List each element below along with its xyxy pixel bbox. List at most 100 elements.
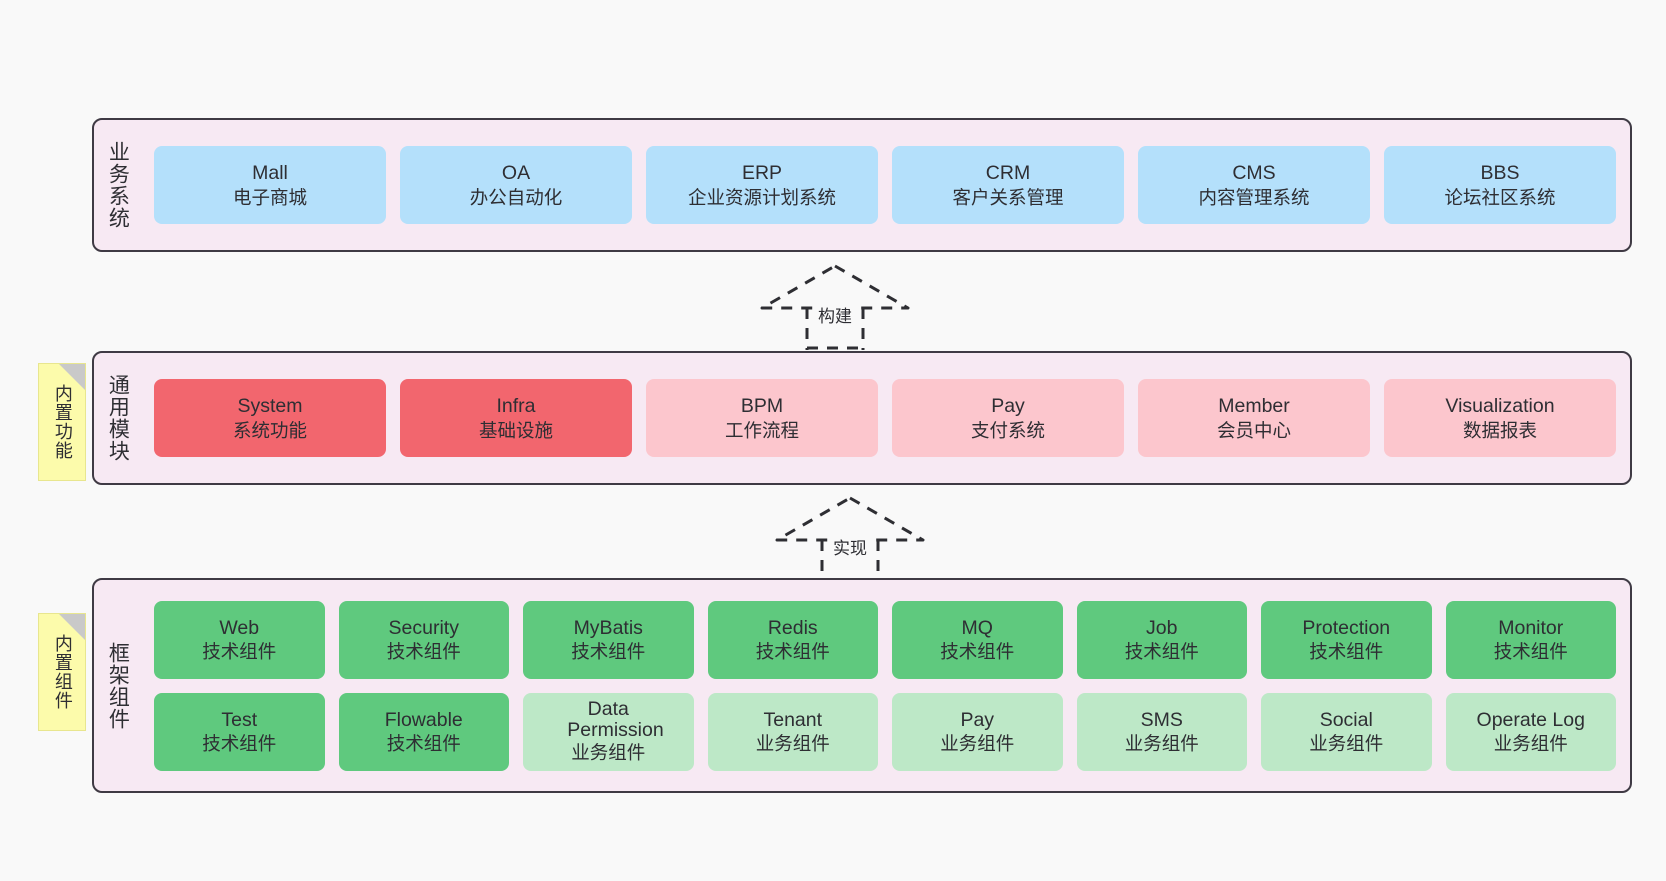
card-operate-log[interactable]: Operate Log 业务组件	[1445, 692, 1616, 771]
connector-stem	[805, 308, 865, 350]
card-title: Monitor	[1498, 616, 1564, 639]
card-test[interactable]: Test 技术组件	[154, 692, 325, 771]
card-subtitle: 业务组件	[1124, 733, 1199, 755]
card-subtitle: 电子商城	[232, 186, 307, 208]
card-row: Mall 电子商城 OA 办公自动化 ERP 企业资源计划系统 CRM 客户关系…	[154, 146, 1616, 224]
card-subtitle: 业务组件	[755, 733, 830, 755]
card-flowable[interactable]: Flowable 技术组件	[338, 692, 509, 771]
layer-body-business-system: Mall 电子商城 OA 办公自动化 ERP 企业资源计划系统 CRM 客户关系…	[140, 120, 1630, 250]
connector-label-implement: 实现	[831, 534, 869, 559]
generalization-arrowhead	[775, 496, 925, 542]
card-title: Web	[219, 616, 260, 639]
card-subtitle: 业务组件	[571, 742, 646, 764]
card-subtitle: 论坛社区系统	[1444, 186, 1556, 208]
card-row: Test 技术组件 Flowable 技术组件 Data Permission …	[154, 692, 1616, 771]
card-title: Tenant	[763, 708, 823, 731]
card-title: BPM	[740, 395, 784, 418]
card-redis[interactable]: Redis 技术组件	[707, 600, 878, 679]
card-title: MyBatis	[573, 616, 643, 639]
card-title: Member	[1218, 395, 1290, 418]
card-title: Protection	[1302, 616, 1391, 639]
card-title: Visualization	[1445, 395, 1555, 418]
card-pay-business[interactable]: Pay 业务组件	[892, 692, 1063, 771]
card-security[interactable]: Security 技术组件	[338, 600, 509, 679]
card-pay[interactable]: Pay 支付系统	[892, 379, 1124, 457]
card-system[interactable]: System 系统功能	[154, 379, 386, 457]
card-subtitle: 技术组件	[940, 641, 1015, 663]
card-subtitle: 办公自动化	[469, 186, 563, 208]
card-data-permission[interactable]: Data Permission 业务组件	[523, 692, 694, 771]
card-title: Test	[221, 708, 258, 731]
connector-label-build: 构建	[816, 302, 854, 327]
connector-implement: 实现	[775, 494, 925, 582]
card-sms[interactable]: SMS 业务组件	[1076, 692, 1247, 771]
card-subtitle: 技术组件	[202, 641, 277, 663]
card-erp[interactable]: ERP 企业资源计划系统	[646, 146, 878, 224]
card-cms[interactable]: CMS 内容管理系统	[1138, 146, 1370, 224]
card-subtitle: 技术组件	[202, 733, 277, 755]
card-web[interactable]: Web 技术组件	[154, 600, 325, 679]
layer-body-framework-component: Web 技术组件 Security 技术组件 MyBatis 技术组件 Redi…	[140, 580, 1630, 791]
card-row: Web 技术组件 Security 技术组件 MyBatis 技术组件 Redi…	[154, 600, 1616, 679]
card-protection[interactable]: Protection 技术组件	[1261, 600, 1432, 679]
card-mybatis[interactable]: MyBatis 技术组件	[523, 600, 694, 679]
card-oa[interactable]: OA 办公自动化	[400, 146, 632, 224]
card-title: MQ	[961, 616, 993, 639]
layer-business-system: 业务系统 Mall 电子商城 OA 办公自动化 ERP 企业资源计划系统 CRM…	[92, 118, 1632, 252]
card-title: Pay	[991, 395, 1025, 418]
card-subtitle: 系统功能	[232, 419, 307, 441]
sticky-note-label: 内置功能	[52, 384, 73, 460]
card-subtitle: 技术组件	[755, 641, 830, 663]
card-visualization[interactable]: Visualization 数据报表	[1384, 379, 1616, 457]
card-title: BBS	[1480, 162, 1520, 185]
card-subtitle: 内容管理系统	[1198, 186, 1310, 208]
sticky-note-builtin-function: 内置功能	[38, 363, 86, 481]
card-monitor[interactable]: Monitor 技术组件	[1445, 600, 1616, 679]
card-row: System 系统功能 Infra 基础设施 BPM 工作流程 Pay 支付系统…	[154, 379, 1616, 457]
card-subtitle: 技术组件	[1124, 641, 1199, 663]
card-infra[interactable]: Infra 基础设施	[400, 379, 632, 457]
card-title: Redis	[767, 616, 818, 639]
layer-framework-component: 框架组件 Web 技术组件 Security 技术组件 MyBatis 技术组件…	[92, 578, 1632, 793]
card-tenant[interactable]: Tenant 业务组件	[707, 692, 878, 771]
card-title: OA	[501, 162, 531, 185]
layer-common-module: 通用模块 System 系统功能 Infra 基础设施 BPM 工作流程 Pay…	[92, 351, 1632, 485]
card-title: Data Permission	[567, 697, 664, 741]
card-subtitle: 支付系统	[970, 419, 1045, 441]
card-title: Pay	[960, 708, 995, 731]
sticky-note-label: 内置组件	[52, 634, 73, 710]
card-subtitle: 技术组件	[386, 641, 461, 663]
card-title: CRM	[985, 162, 1031, 185]
card-title: Job	[1146, 616, 1178, 639]
card-bpm[interactable]: BPM 工作流程	[646, 379, 878, 457]
generalization-arrowhead	[760, 264, 910, 310]
layer-title-framework-component: 框架组件	[106, 641, 130, 730]
card-title: ERP	[741, 162, 783, 185]
sticky-note-builtin-component: 内置组件	[38, 613, 86, 731]
card-subtitle: 工作流程	[724, 419, 799, 441]
card-job[interactable]: Job 技术组件	[1076, 600, 1247, 679]
card-title: Flowable	[384, 708, 463, 731]
card-title: Mall	[252, 162, 288, 185]
card-subtitle: 业务组件	[1309, 733, 1384, 755]
card-mall[interactable]: Mall 电子商城	[154, 146, 386, 224]
card-bbs[interactable]: BBS 论坛社区系统	[1384, 146, 1616, 224]
card-title: CMS	[1232, 162, 1276, 185]
layer-title-common-module: 通用模块	[106, 374, 130, 462]
card-subtitle: 业务组件	[1493, 733, 1568, 755]
layer-body-common-module: System 系统功能 Infra 基础设施 BPM 工作流程 Pay 支付系统…	[140, 353, 1630, 483]
card-member[interactable]: Member 会员中心	[1138, 379, 1370, 457]
card-subtitle: 技术组件	[1309, 641, 1384, 663]
card-title: SMS	[1140, 708, 1183, 731]
card-title: System	[237, 395, 303, 418]
card-subtitle: 业务组件	[940, 733, 1015, 755]
card-mq[interactable]: MQ 技术组件	[892, 600, 1063, 679]
card-subtitle: 技术组件	[386, 733, 461, 755]
connector-build: 构建	[760, 262, 910, 350]
card-subtitle: 基础设施	[478, 419, 553, 441]
card-subtitle: 技术组件	[1493, 641, 1568, 663]
card-social[interactable]: Social 业务组件	[1261, 692, 1432, 771]
card-subtitle: 技术组件	[571, 641, 646, 663]
card-crm[interactable]: CRM 客户关系管理	[892, 146, 1124, 224]
